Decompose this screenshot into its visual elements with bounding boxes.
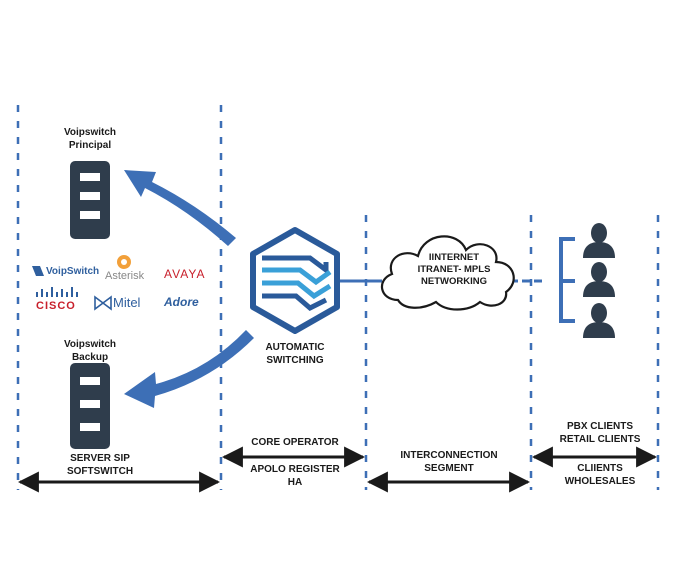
segment-dividers — [16, 105, 660, 490]
failover-arrows — [124, 170, 254, 408]
voipswitch-logo-mark — [32, 266, 44, 276]
automatic-switching-icon — [250, 227, 340, 334]
server-principal-icon — [70, 161, 110, 239]
segment-arrows — [17, 446, 658, 493]
automatic-switching-label: AUTOMATIC SWITCHING — [265, 342, 325, 366]
cisco-logo: CISCO — [36, 300, 76, 312]
wholesale-clients-label: CLIIENTS WHOLESALES — [564, 463, 636, 487]
pbx-retail-clients-label: PBX CLIENTS RETAIL CLIENTS — [559, 421, 641, 445]
avaya-logo: AVAYA — [164, 267, 206, 281]
asterisk-logo-mark — [117, 255, 131, 269]
apolo-register-label: APOLO REGISTER HA — [250, 464, 340, 488]
mitel-logo: Mitel — [113, 295, 141, 310]
server-sip-softswitch-label: SERVER SIP SOFTSWITCH — [66, 453, 134, 477]
principal-server-label: Voipswitch Principal — [63, 127, 117, 151]
user-icon-2 — [583, 262, 615, 297]
arrow-to-backup — [124, 330, 254, 408]
network-cloud-icon — [381, 235, 515, 311]
user-icon-3 — [583, 303, 615, 338]
server-backup-icon — [70, 363, 110, 449]
voipswitch-logo: VoipSwitch — [46, 266, 100, 277]
clients-bracket — [559, 237, 575, 323]
backup-server-label: Voipswitch Backup — [63, 339, 117, 363]
interconnection-segment-label: INTERCONNECTION SEGMENT — [400, 450, 498, 474]
asterisk-logo: Asterisk — [105, 270, 145, 282]
arrow-to-principal — [124, 170, 236, 246]
core-operator-label: CORE OPERATOR — [251, 437, 339, 448]
mitel-logo-mark — [94, 295, 112, 311]
user-icon-1 — [583, 223, 615, 258]
cisco-logo-bars — [36, 287, 78, 297]
adore-logo: Adore — [164, 295, 199, 309]
cloud-label: IINTERNET ITRANET- MPLS NETWORKING — [417, 252, 491, 287]
